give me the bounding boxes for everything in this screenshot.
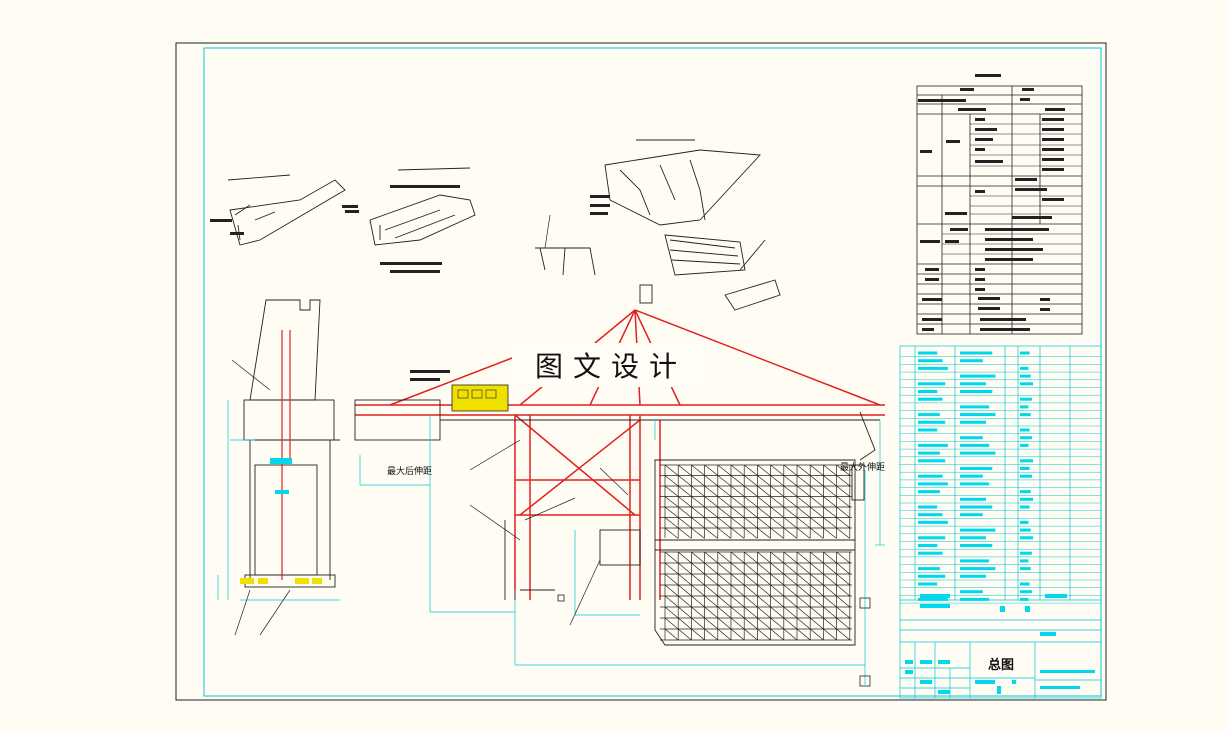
drawing-title: 总图 (988, 658, 1015, 673)
parts-list-footer (905, 594, 1095, 694)
front-view-red (355, 309, 885, 600)
small-markers (557, 594, 871, 687)
sketch-callouts (210, 185, 610, 381)
max-outreach-label: 最大外伸距 (840, 463, 886, 473)
outer-frame (175, 42, 1107, 701)
parts-list-rows (900, 351, 1101, 604)
dimension-lines (359, 415, 885, 685)
ship-hold (654, 459, 856, 646)
side-view-red (281, 330, 291, 580)
parameter-table (916, 85, 1083, 335)
leader-lines (231, 214, 629, 636)
front-view-black (354, 284, 880, 600)
side-view (243, 299, 340, 588)
parts-list (899, 345, 1102, 699)
side-view-wheels (240, 578, 322, 584)
max-backreach-label: 最大后伸距 (387, 467, 433, 477)
watermark: 图文设计 (512, 343, 710, 387)
cabin-windows (457, 389, 497, 399)
container-grid (660, 464, 852, 641)
detail-sketches (227, 139, 781, 311)
side-view-cyan (217, 400, 340, 601)
parameter-table-text (918, 74, 1065, 331)
